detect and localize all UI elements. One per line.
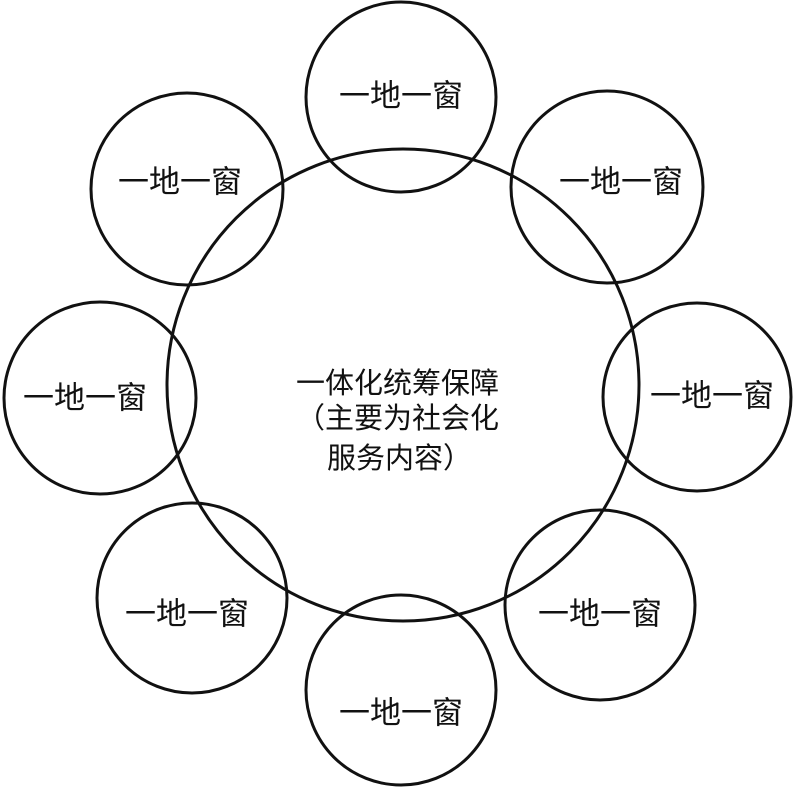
satellite-node-top-left: 一地一窗 [89, 91, 285, 287]
satellite-circle [304, 0, 498, 194]
center-label-line-3: 服务内容） [327, 441, 472, 475]
satellite-circle [503, 508, 697, 702]
satellite-circle [304, 593, 498, 787]
satellite-label: 一地一窗 [650, 379, 774, 415]
satellite-node-right: 一地一窗 [601, 301, 793, 493]
satellite-label: 一地一窗 [559, 165, 683, 201]
satellite-label: 一地一窗 [339, 696, 463, 732]
satellite-label: 一地一窗 [125, 597, 249, 633]
center-label-line-2: （主要为社会化 [296, 401, 499, 435]
satellite-label: 一地一窗 [23, 381, 147, 417]
satellite-circle [601, 301, 793, 493]
satellite-node-top-right: 一地一窗 [509, 89, 705, 285]
center-label-line-1: 一体化统筹保障 [296, 366, 499, 400]
center-label: 一体化统筹保障 （主要为社会化 服务内容） [296, 366, 499, 475]
satellite-label: 一地一窗 [339, 79, 463, 115]
satellite-node-bottom-right: 一地一窗 [503, 508, 697, 702]
satellite-node-left: 一地一窗 [2, 300, 198, 496]
satellite-circle [95, 501, 289, 695]
satellite-circle [509, 89, 705, 285]
satellite-label: 一地一窗 [538, 597, 662, 633]
satellite-node-top: 一地一窗 [304, 0, 498, 194]
satellite-node-bottom: 一地一窗 [304, 593, 498, 787]
satellite-circle [89, 91, 285, 287]
satellite-label: 一地一窗 [118, 165, 242, 201]
satellite-circle [2, 300, 198, 496]
satellite-node-bottom-left: 一地一窗 [95, 501, 289, 695]
central-circle [165, 147, 641, 623]
